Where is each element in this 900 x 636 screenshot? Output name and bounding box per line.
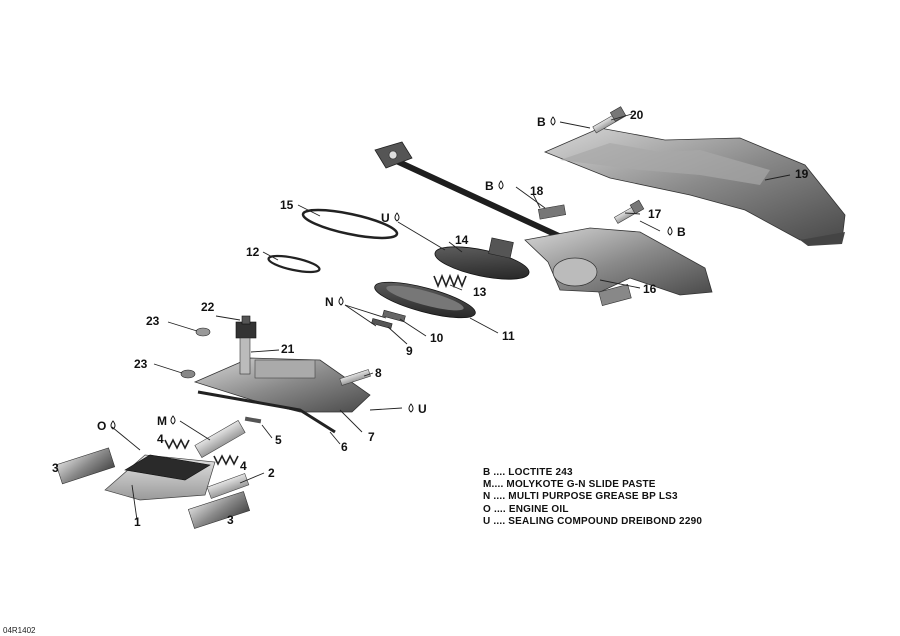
document-reference: 04R1402 [3,626,36,635]
part-3-roller-2 [187,491,251,529]
callout-17: 17 [648,207,662,221]
part-15-o-ring [301,208,399,240]
callout-19: 19 [795,167,809,181]
drop-icon [394,212,400,222]
legend-code: O [483,503,491,515]
part-22-cap [235,315,257,339]
legend-text: .... SEALING COMPOUND DREIBOND 2290 [490,515,703,527]
callout-3: 3 [52,461,59,475]
callout-10: 10 [430,331,444,345]
callout-13: 13 [473,285,487,299]
drop-icon [170,415,176,425]
legend-text: .... MOLYKOTE G-N SLIDE PASTE [491,479,656,491]
drop-icon [667,226,673,236]
callout-11: 11 [502,329,515,343]
callout-22: 22 [201,300,215,314]
part-6-gasket [197,390,336,434]
part-23-plug [195,327,211,337]
lubricant-legend: B .... LOCTITE 243 M.... MOLYKOTE G-N SL… [483,467,702,528]
part-12-o-ring [267,254,321,274]
callout-3-b: 3 [227,513,234,527]
part-8-bolt [339,369,371,386]
symbol-u-7: U [418,402,427,416]
legend-row-o: O .... ENGINE OIL [483,504,702,516]
callout-7: 7 [368,430,375,444]
part-2-bar [206,473,250,499]
leader-lines [111,113,791,521]
part-5-pin [244,416,262,424]
drop-icon [408,403,414,413]
drop-icon [338,296,344,306]
symbol-b-20: B [537,115,546,129]
part-23-plug-2 [180,369,196,379]
part-18-clip [537,204,567,220]
legend-row-u: U .... SEALING COMPOUND DREIBOND 2290 [483,516,702,528]
part-7-housing [193,337,371,413]
part-9-pin [371,318,393,329]
callout-2: 2 [268,466,275,480]
callout-5: 5 [275,433,282,447]
drop-icon [550,116,556,126]
part-10-pin [382,309,406,323]
symbol-o-1: O [97,419,106,433]
part-4-spring [164,438,190,450]
legend-code: N [483,491,491,503]
part-4-spring-2 [213,454,239,466]
drop-icon [110,420,116,430]
callout-12: 12 [246,245,260,259]
legend-row-m: M.... MOLYKOTE G-N SLIDE PASTE [483,479,702,491]
legend-text: .... LOCTITE 243 [490,467,573,478]
callout-4-b: 4 [240,459,247,473]
part-11-seal [374,281,476,319]
drop-icon [498,180,504,190]
part-13-spring [433,273,467,289]
part-19-cover [543,127,846,246]
part-3-roller [55,447,116,485]
callout-numbers: 1 2 3 3 4 4 5 6 7 8 9 10 11 12 13 14 15 … [52,108,809,529]
legend-row-b: B .... LOCTITE 243 [483,467,702,479]
symbol-n-9: N [325,295,334,309]
symbol-b-18: B [485,179,494,193]
callout-4: 4 [157,432,164,446]
callout-23: 23 [146,314,160,328]
symbol-m-4: M [157,414,167,428]
callout-21: 21 [281,342,295,356]
callout-20: 20 [630,108,644,122]
callout-14: 14 [455,233,469,247]
callout-1: 1 [134,515,141,529]
callout-16: 16 [643,282,657,296]
legend-code: U [483,515,491,527]
symbol-b-17: B [677,225,686,239]
legend-text: .... ENGINE OIL [490,503,569,515]
lubricant-symbols: B B B U U N M O [97,115,686,433]
callout-18: 18 [530,184,544,198]
part-20-bolt [592,106,627,134]
legend-text: .... MULTI PURPOSE GREASE BP LS3 [490,491,678,503]
legend-row-n: N .... MULTI PURPOSE GREASE BP LS3 [483,491,702,503]
callout-15: 15 [280,198,294,212]
legend-code: B [483,467,491,478]
part-16-actuator [524,227,713,307]
callout-23-b: 23 [134,357,148,371]
symbol-u-14: U [381,211,390,225]
callout-9: 9 [406,344,413,358]
part-14-diaphragm [434,237,530,280]
callout-6: 6 [341,440,348,454]
legend-code: M [483,479,492,491]
part-17-bolt [613,199,645,224]
callout-8: 8 [375,366,382,380]
